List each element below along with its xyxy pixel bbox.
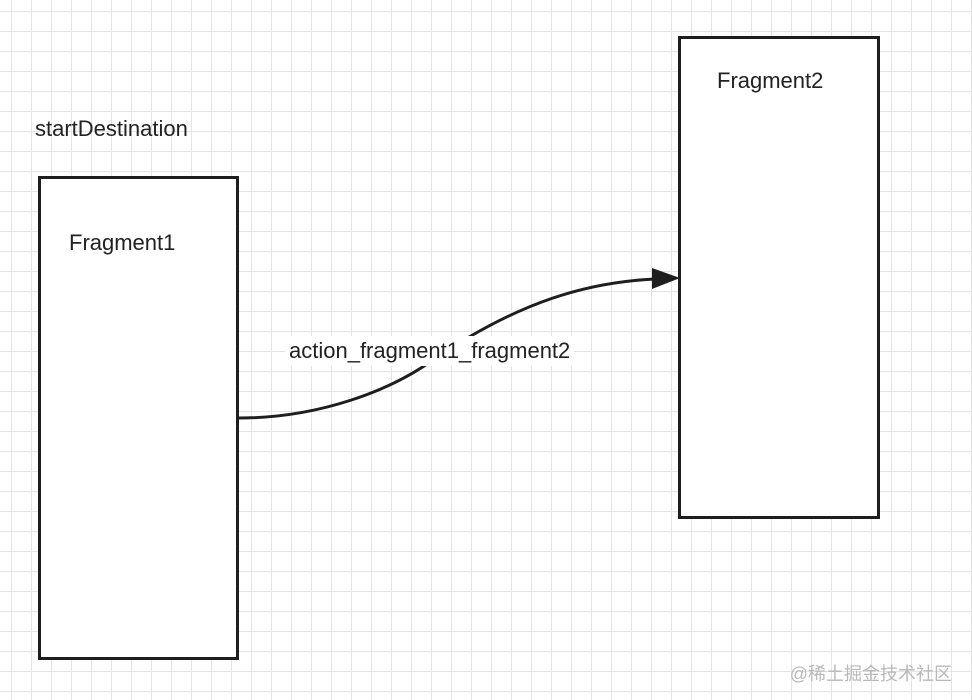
- fragment1-node[interactable]: Fragment1: [38, 176, 239, 660]
- fragment2-label: Fragment2: [717, 68, 824, 93]
- fragment1-label: Fragment1: [69, 230, 176, 255]
- arrowhead-icon: [652, 268, 680, 289]
- action-label: action_fragment1_fragment2: [285, 336, 575, 366]
- watermark: @稀土掘金技术社区: [789, 664, 952, 684]
- start-destination-label: startDestination: [35, 116, 188, 141]
- fragment2-node[interactable]: Fragment2: [678, 36, 880, 519]
